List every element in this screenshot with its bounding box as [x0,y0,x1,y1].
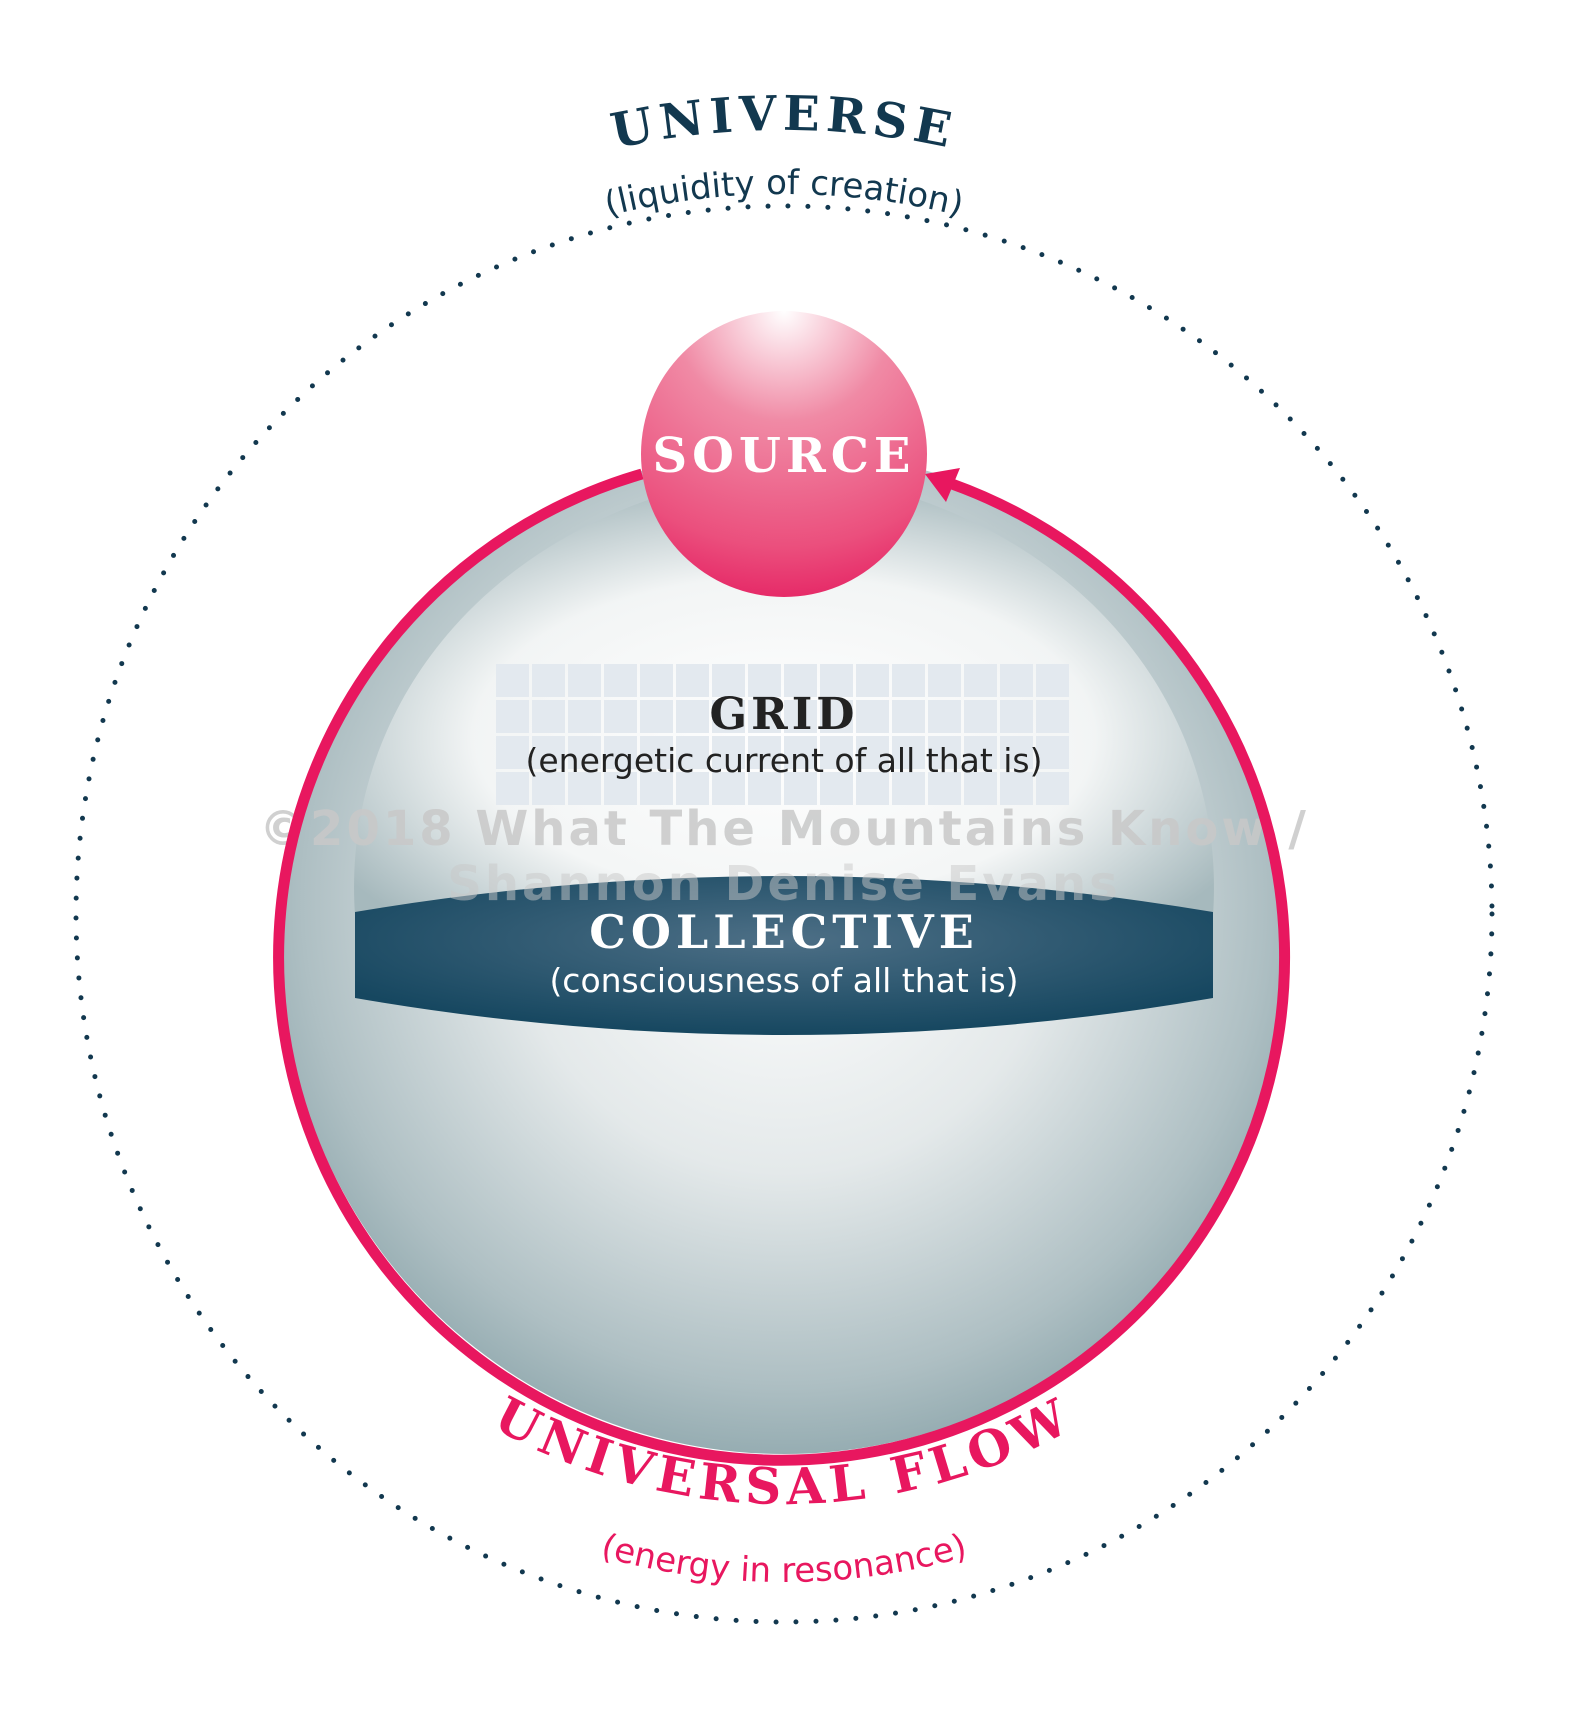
collective-band [355,876,1213,1035]
grid-cell [784,664,817,697]
grid-cell [712,700,745,733]
grid-title: GRID [710,689,859,740]
grid-cell [640,664,673,697]
svg-text:UNIVERSE: UNIVERSE [607,86,962,160]
grid-cell [676,700,709,733]
grid-cell [496,772,529,805]
grid-cell [820,772,853,805]
grid-cell [892,700,925,733]
grid-cell [1000,736,1033,769]
grid-cell [856,736,889,769]
grid-cell [856,772,889,805]
grid-subtitle: (energetic current of all that is) [526,741,1043,780]
grid-cell [604,772,637,805]
grid-cell [1036,736,1069,769]
grid-cell [964,664,997,697]
source-title: SOURCE [652,428,915,484]
grid-cell [892,736,925,769]
grid-cell [640,736,673,769]
grid-cell [568,700,601,733]
universe-subtitle: (liquidity of creation) [601,163,968,225]
flow-arrowhead-icon [925,468,960,502]
grid-cell [532,736,565,769]
grid-cell [964,772,997,805]
grid-cell [676,772,709,805]
grid-cell [784,736,817,769]
grid-cell [856,700,889,733]
grid-cell [532,664,565,697]
grid-cell [604,664,637,697]
collective-title: COLLECTIVE [589,905,979,959]
grid-cell [820,700,853,733]
universe-dotted-ring [73,203,1495,1625]
grid-cell [928,772,961,805]
grid-cell [748,772,781,805]
grid-cell [532,772,565,805]
grid-cell [604,700,637,733]
grid-cell [676,736,709,769]
universal-flow-subtitle: (energy in resonance) [597,1526,971,1591]
grid-cell [820,736,853,769]
grid-cell [496,700,529,733]
svg-text:(energy in resonance): (energy in resonance) [597,1526,971,1591]
grid-pattern [496,664,1069,805]
grid-cell [784,772,817,805]
universe-title: UNIVERSE [607,86,956,160]
grid-cell [820,664,853,697]
grid-cell [640,700,673,733]
grid-cell [1036,772,1069,805]
grid-cell [712,664,745,697]
grid-cell [568,772,601,805]
grid-cell [1000,664,1033,697]
grid-cell [532,700,565,733]
grid-cell [964,700,997,733]
grid-cell [892,664,925,697]
grid-cell [1036,700,1069,733]
grid-cell [748,736,781,769]
watermark-line1: ©2018 What The Mountains Know / [259,801,1309,857]
grid-cell [928,736,961,769]
grid-cell [964,736,997,769]
grid-cell [1036,664,1069,697]
grid-cell [748,664,781,697]
source-sphere [641,311,927,597]
grid-cell [1000,772,1033,805]
grid-cell [496,736,529,769]
grid-cell [676,664,709,697]
universal-flow-ring [273,468,1291,1466]
grid-cell [892,772,925,805]
grid-cell [856,664,889,697]
grid-cell [1000,700,1033,733]
grid-cell [568,664,601,697]
grid-cell [928,664,961,697]
grid-cell [604,736,637,769]
grid-cell [640,772,673,805]
grid-cell [784,700,817,733]
grid-cell [496,664,529,697]
watermark-line2: Shannon Denise Evans [447,856,1120,912]
svg-text:(liquidity of creation): (liquidity of creation) [601,163,968,225]
grid-cell [928,700,961,733]
collective-subtitle: (consciousness of all that is) [549,961,1018,1000]
grid-cell [712,772,745,805]
grid-cell [568,736,601,769]
grid-cell [712,736,745,769]
grid-cell [748,700,781,733]
